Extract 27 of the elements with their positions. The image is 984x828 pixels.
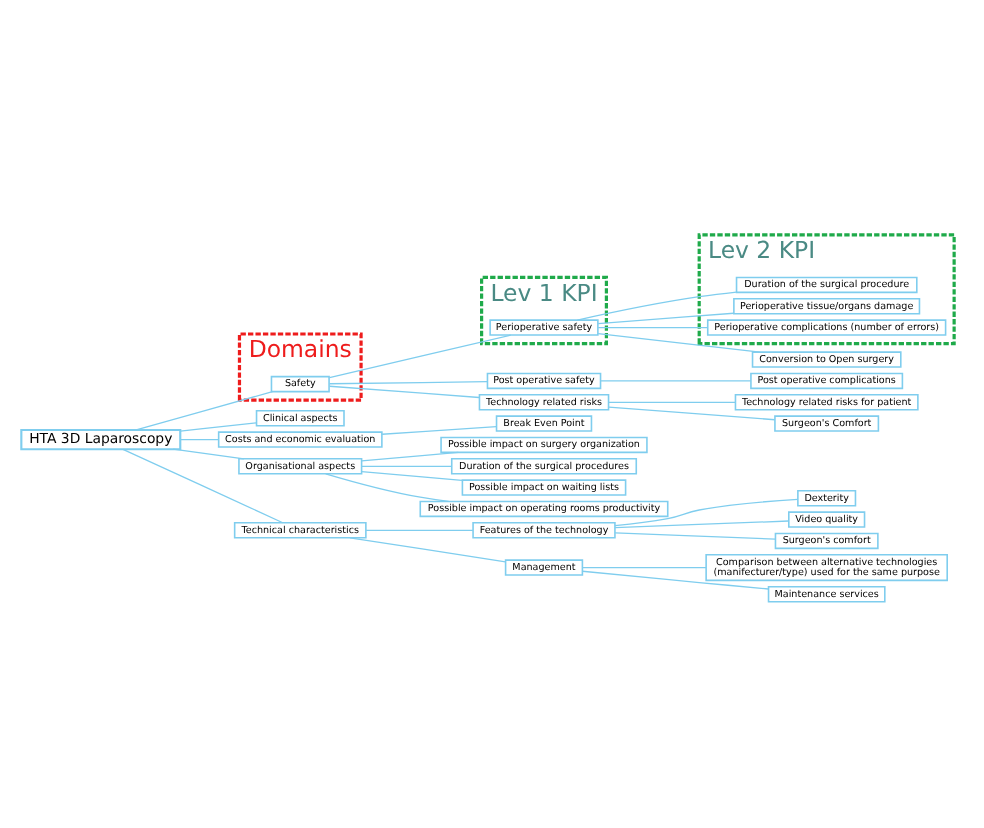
connector: [135, 391, 274, 431]
connector: [172, 448, 245, 460]
connector: [361, 470, 463, 482]
connector: [328, 385, 480, 399]
connector: [122, 448, 284, 524]
connector: [365, 529, 474, 531]
connector: [381, 426, 498, 435]
connector: [597, 333, 761, 353]
connector: [608, 406, 776, 421]
connector: [608, 401, 736, 403]
connector: [349, 537, 507, 563]
connector: [179, 422, 257, 432]
connector: [614, 520, 790, 529]
connector: [597, 326, 709, 329]
connector: [600, 380, 752, 382]
connector: [614, 532, 776, 540]
connector: [581, 570, 769, 590]
connector: [581, 566, 707, 569]
connector: [597, 312, 735, 325]
connector: [614, 498, 799, 527]
connector: [328, 381, 488, 385]
connector: [325, 473, 450, 503]
connector: [361, 465, 453, 467]
connector: [179, 438, 220, 441]
connector: [361, 451, 459, 462]
connector: [576, 291, 737, 321]
connector: [328, 334, 512, 379]
